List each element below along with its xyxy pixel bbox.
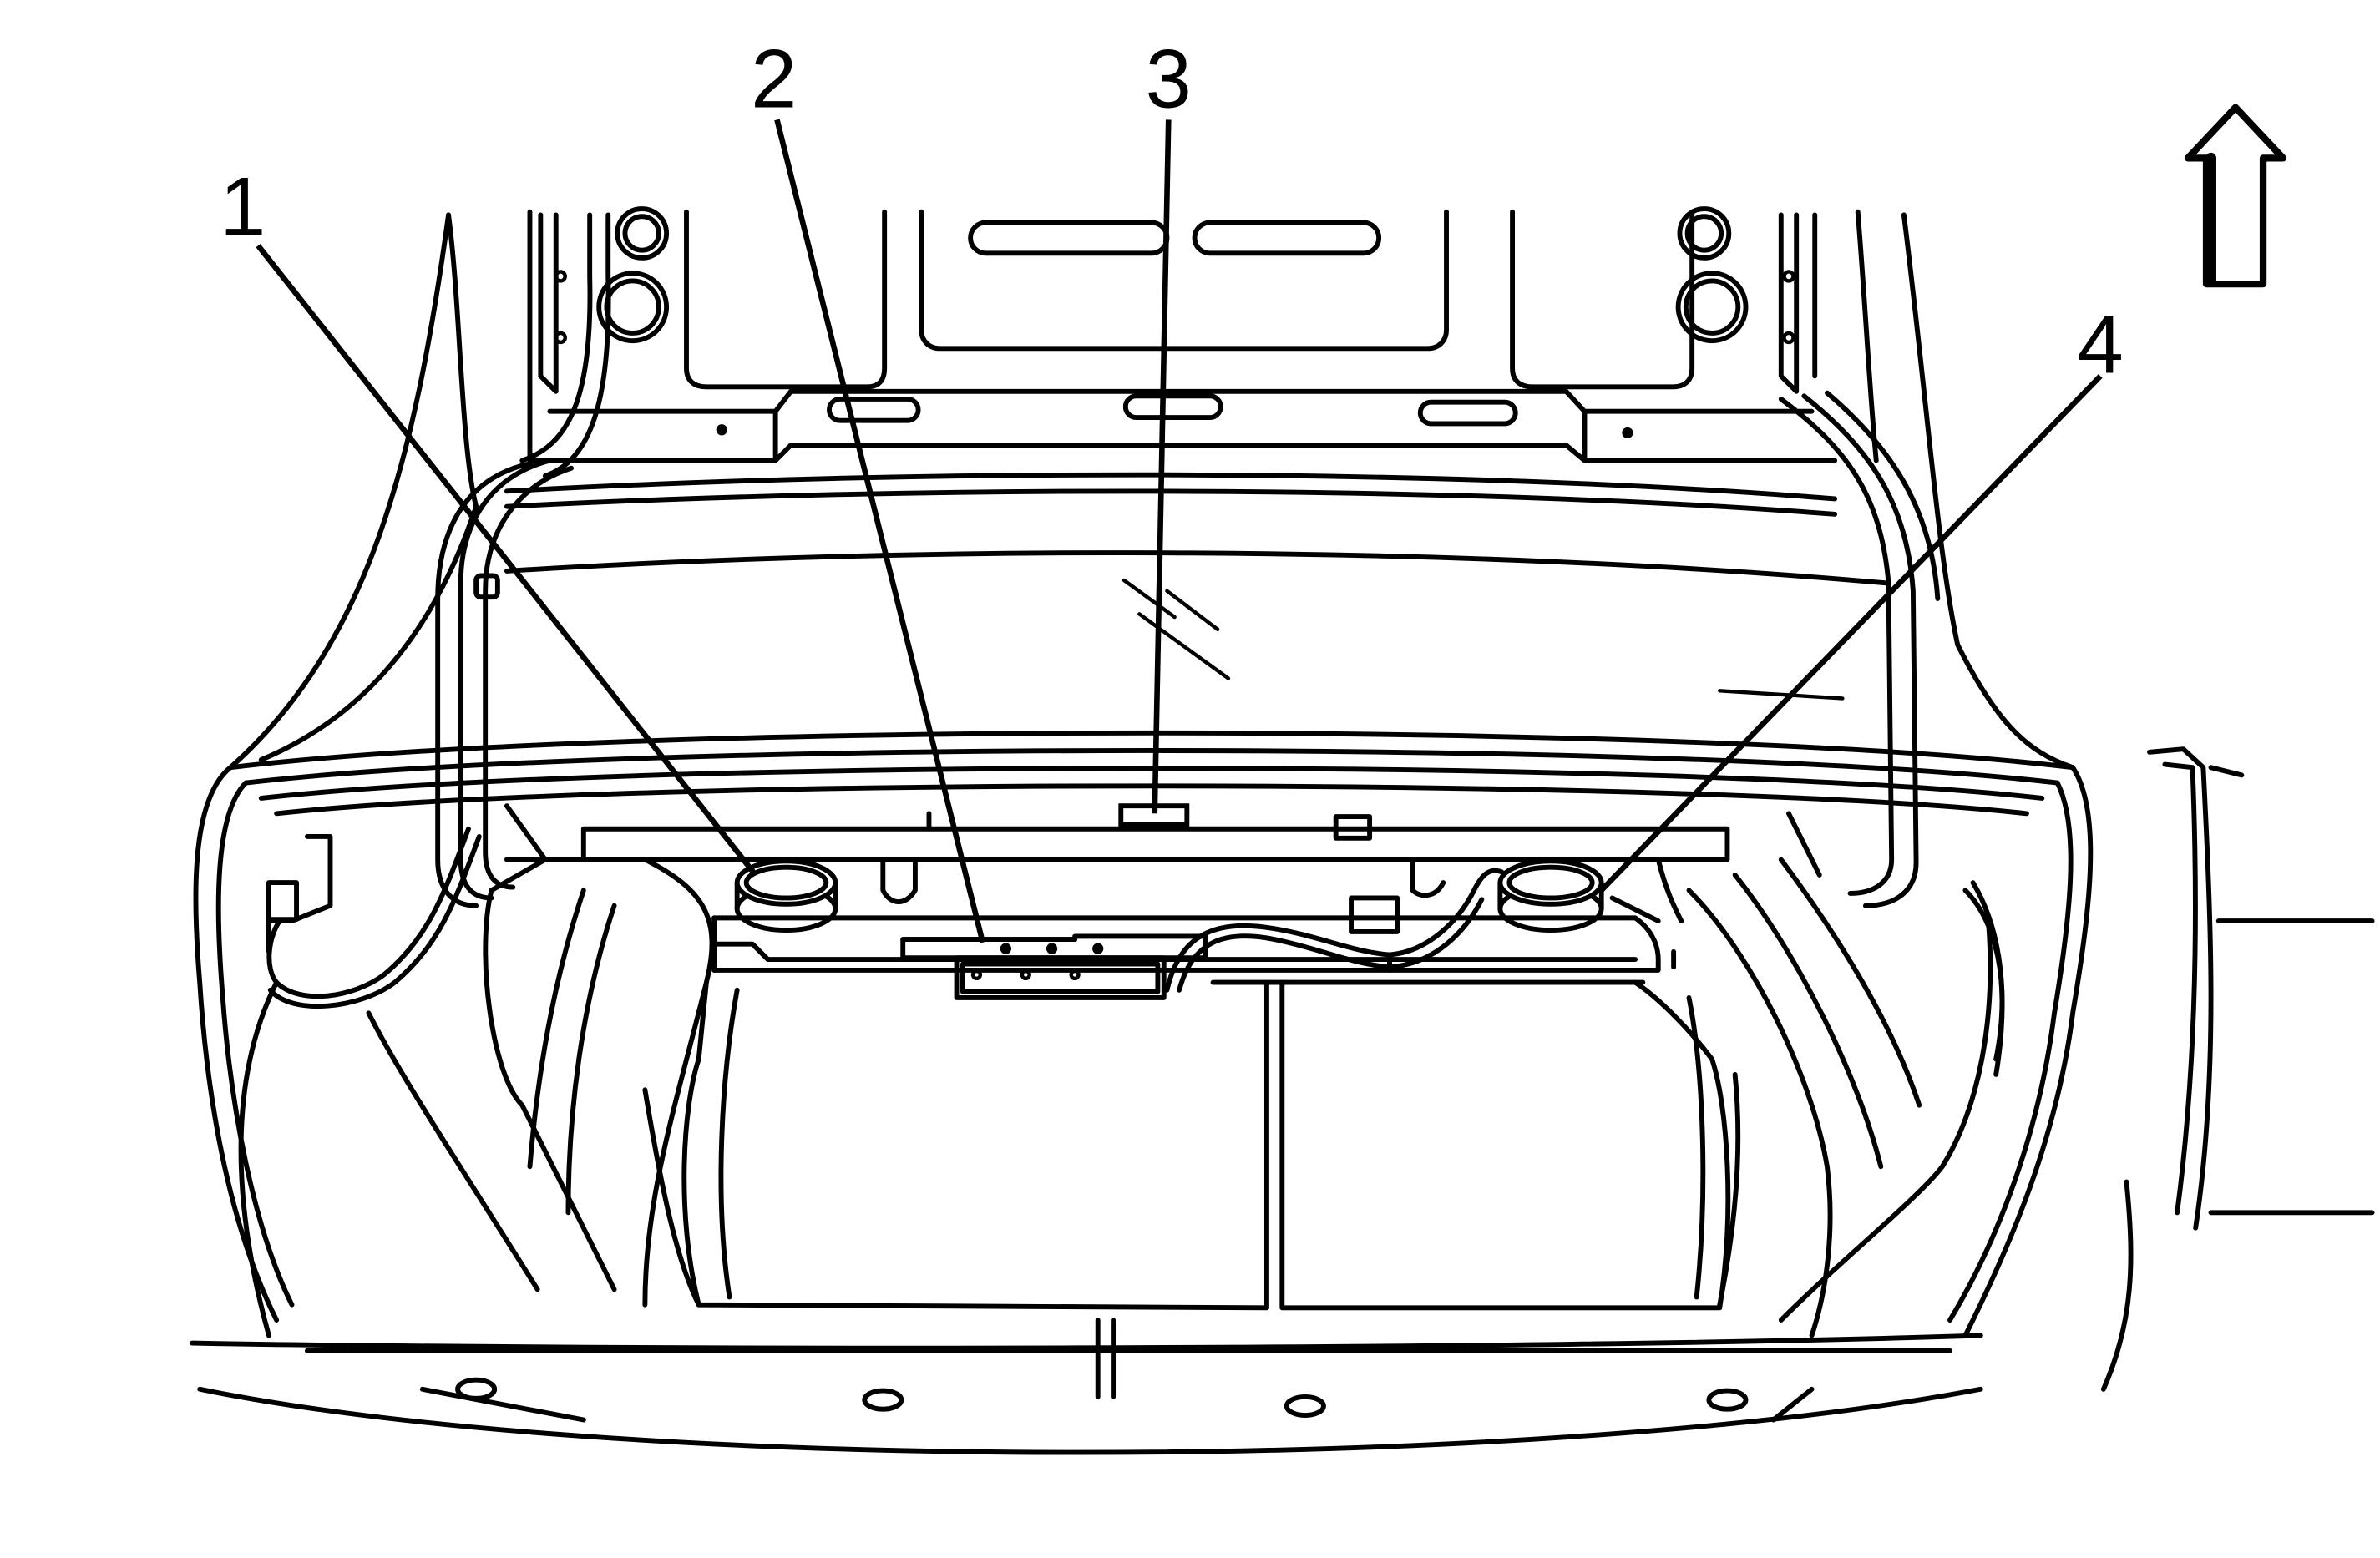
right-hinge (1778, 212, 1941, 908)
leader-1 (256, 244, 758, 877)
callout-4: 4 (2078, 299, 2124, 392)
seat-back (642, 979, 1741, 1311)
callout-3: 3 (1146, 33, 1192, 126)
leader-3 (1152, 119, 1172, 814)
wiring-harness (880, 857, 1684, 993)
left-rear-speaker (734, 858, 838, 933)
left-hinge (435, 212, 611, 908)
radio-module (900, 933, 1208, 1000)
rear-window-glass (1122, 578, 1845, 701)
leader-lines (256, 119, 2103, 943)
trunk-body (190, 212, 2375, 1455)
leader-2 (774, 119, 986, 943)
forward-arrow-icon (2184, 104, 2287, 288)
right-rear-speaker (1497, 858, 1604, 933)
rear-shelf (266, 803, 2005, 1077)
trunk-lid (446, 206, 1961, 648)
callout-2: 2 (751, 33, 797, 126)
callout-1: 1 (220, 160, 266, 253)
leader-4 (1598, 374, 2103, 894)
left-cable (266, 826, 482, 1009)
